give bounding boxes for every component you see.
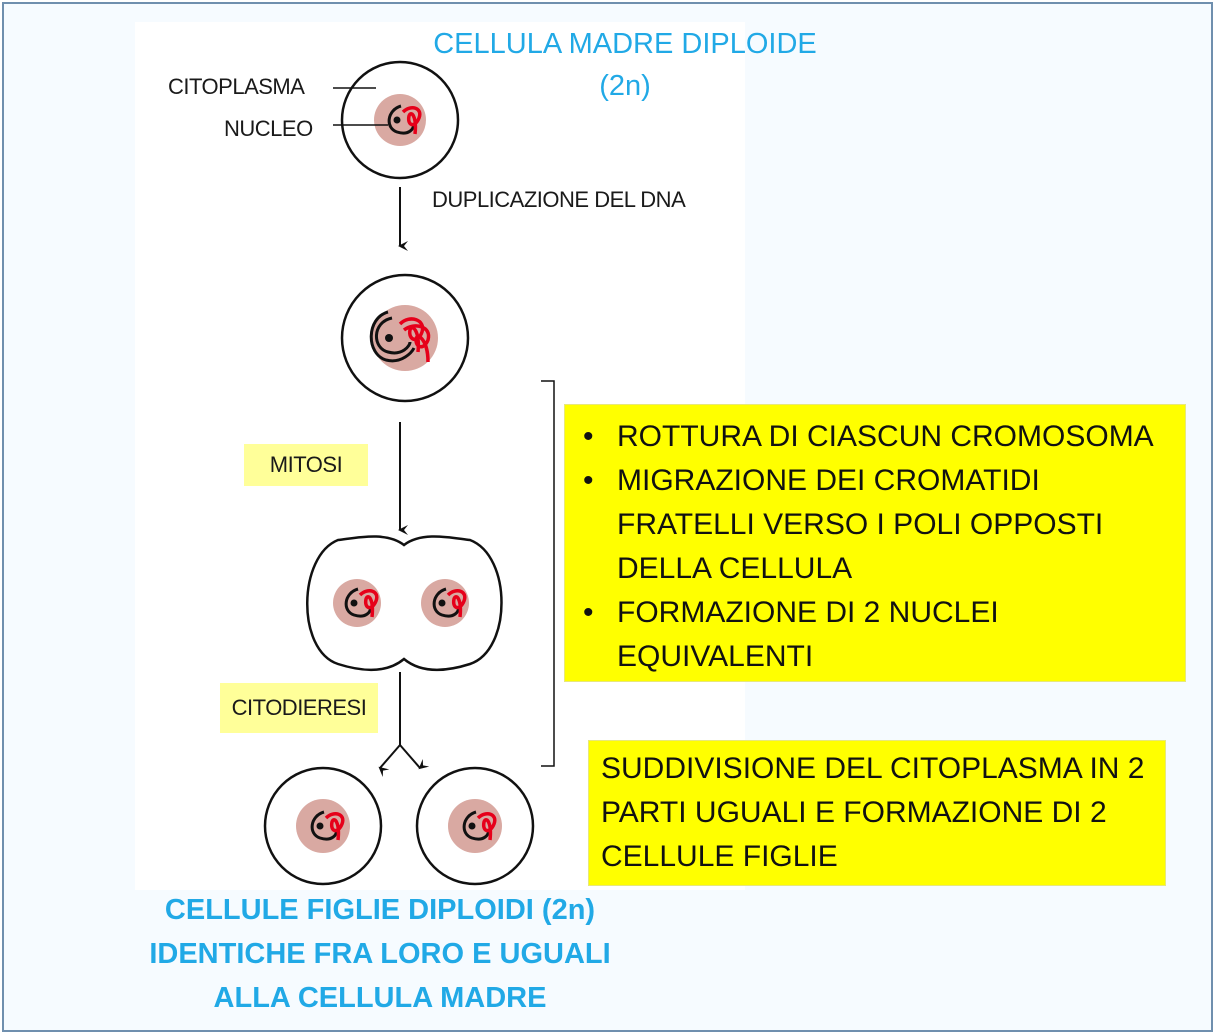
citodieresi-line-2: PARTI UGUALI E FORMAZIONE DI 2 — [601, 796, 1107, 829]
mitosis-step-2: MIGRAZIONE DEI CROMATIDI FRATELLI VERSO … — [573, 459, 1177, 591]
duplicazione-label: DUPLICAZIONE DEL DNA — [432, 187, 686, 212]
duplicated-dna-cell — [340, 273, 470, 403]
daughter-cells-caption: CELLULE FIGLIE DIPLOIDI (2n) IDENTICHE F… — [100, 888, 660, 1020]
citodieresi-tag: CITODIERESI — [220, 683, 378, 733]
caption-line-3: ALLA CELLULA MADRE — [213, 982, 547, 1014]
dividing-cell — [306, 535, 503, 671]
mother-cell-title-line2: (2n) — [599, 70, 651, 102]
mitosis-step-3: FORMAZIONE DI 2 NUCLEI EQUIVALENTI — [573, 591, 1177, 679]
caption-line-2: IDENTICHE FRA LORO E UGUALI — [149, 938, 611, 970]
citodieresi-description-box: SUDDIVISIONE DEL CITOPLASMA IN 2 PARTI U… — [588, 740, 1166, 886]
mitosis-bracket — [541, 380, 555, 767]
daughter-cell-left — [263, 766, 383, 886]
citodieresi-line-1: SUDDIVISIONE DEL CITOPLASMA IN 2 — [601, 752, 1145, 785]
citodieresi-line-3: CELLULE FIGLIE — [601, 840, 838, 873]
mother-cell — [340, 60, 460, 180]
citoplasma-label: CITOPLASMA — [168, 74, 305, 99]
daughter-cell-right — [415, 766, 535, 886]
mitosi-tag: MITOSI — [244, 444, 368, 486]
caption-line-1: CELLULE FIGLIE DIPLOIDI (2n) — [164, 894, 596, 926]
mitosis-step-1: ROTTURA DI CIASCUN CROMOSOMA — [573, 415, 1177, 459]
citodieresi-arrows — [378, 672, 430, 778]
nucleo-label: NUCLEO — [224, 116, 313, 141]
mitosis-description-box: ROTTURA DI CIASCUN CROMOSOMA MIGRAZIONE … — [564, 404, 1186, 682]
mother-cell-title-line1: CELLULA MADRE DIPLOIDE — [433, 28, 817, 60]
